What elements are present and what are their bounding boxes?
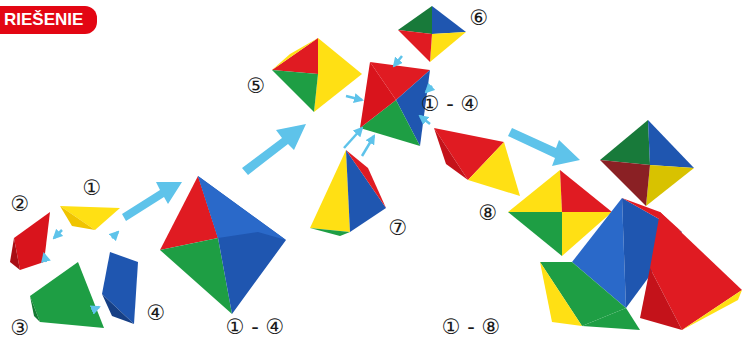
piece-3 [30,262,104,328]
pyramid-1-8 [682,290,742,330]
callout-number: ① [83,178,102,199]
small-arrows [54,230,62,238]
pyramid-1-4 [198,176,286,314]
piece-1 [60,206,120,230]
assembly-arrows [420,116,430,124]
pyramid-1-4-small [360,62,430,146]
callout-number: ① - ④ [421,94,480,115]
piece-3 [30,262,104,328]
piece-6 [430,32,466,62]
piece-4 [102,252,138,324]
piece-6 [432,6,466,34]
callout-number: ⑥ [470,8,489,29]
pyramid-1-8 [600,120,650,165]
pyramid-1-8 [508,212,562,256]
piece-2 [10,238,20,270]
pyramid-1-8 [540,262,582,326]
assembly-arrows [346,96,362,100]
piece-6 [398,6,432,34]
piece-1 [60,206,95,230]
piece-7 [346,150,386,232]
big-arrow [242,124,306,175]
piece-2 [14,212,50,270]
piece-6 [398,6,466,62]
piece-7 [346,150,386,208]
big-arrow [508,128,580,166]
pyramid-1-8 [508,120,742,330]
callout-number: ① - ⑧ [442,317,501,338]
callout-number: ③ [11,318,30,339]
callout-number: ① - ④ [226,317,285,338]
piece-8 [434,128,468,180]
small-arrows [112,232,118,238]
piece-7 [310,150,350,232]
pyramid-1-4 [160,176,286,314]
piece-5 [272,38,362,112]
piece-8 [468,142,520,196]
callout-number: ⑤ [247,76,266,97]
title-tab: RIEŠENIE [0,6,97,34]
piece-8 [434,128,520,196]
small-arrows [44,230,118,310]
callout-number: ⑧ [479,203,498,224]
piece-5 [272,38,318,70]
pyramid-1-8 [560,170,612,212]
assembly-arrows [344,56,432,156]
pyramid-1-8 [600,160,650,206]
pyramid-1-8 [508,170,562,212]
pyramid-1-8 [582,308,640,330]
piece-7 [310,228,350,236]
piece-4 [102,294,134,324]
piece-7 [310,150,386,236]
piece-5 [314,74,362,112]
assembly-arrows [362,136,374,156]
callout-number: ⑦ [389,218,408,239]
piece-1 [60,206,120,230]
piece-3 [30,296,40,322]
small-arrows [92,307,99,310]
callout-number: ② [11,194,30,215]
pyramid-1-4-small [360,62,396,128]
big-arrow [122,182,182,221]
piece-6 [398,30,432,62]
assembly-arrows [394,56,402,66]
pyramid-1-8 [648,120,694,168]
callout-number: ④ [147,303,166,324]
piece-5 [272,38,318,74]
piece-5 [272,70,318,112]
pyramid-1-8 [640,268,682,330]
assembly-arrows [344,128,362,148]
piece-4 [102,252,138,324]
small-arrows [44,254,46,262]
piece-5 [318,38,362,74]
pyramid-1-4 [198,176,286,240]
piece-2 [10,212,50,270]
pyramid-1-8 [646,165,694,206]
assembly-arrows [426,86,432,92]
